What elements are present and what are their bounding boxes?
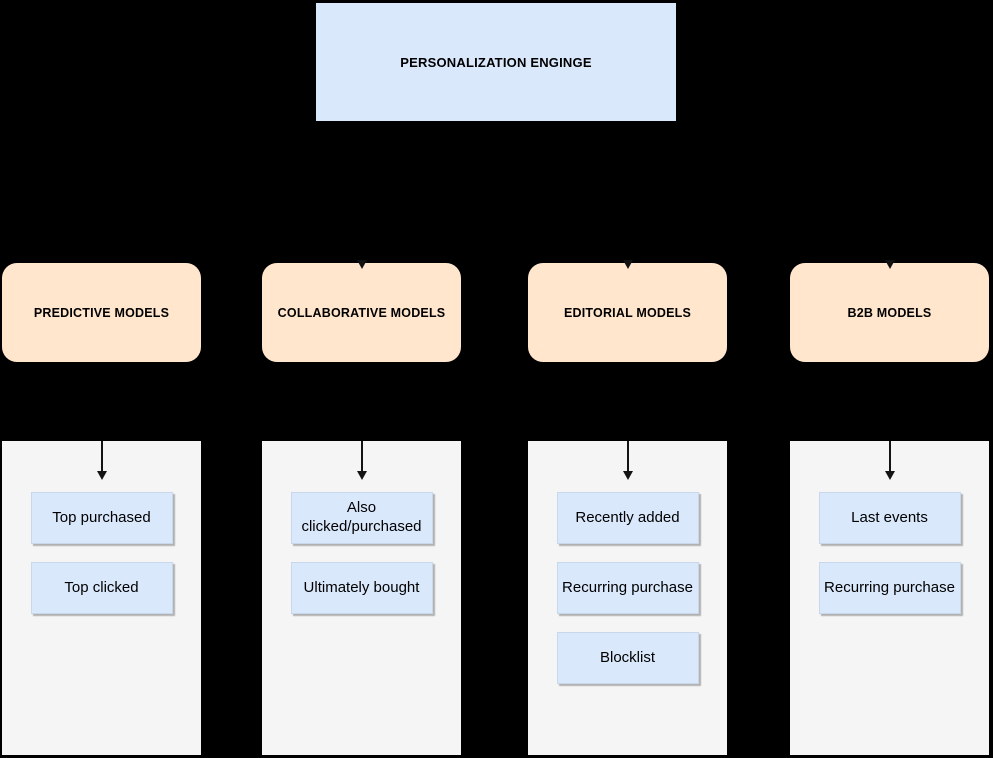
down-arrow-connector <box>96 441 107 480</box>
root-node-label: PERSONALIZATION ENGINGE <box>400 54 592 70</box>
child-node-label: Last events <box>851 508 928 526</box>
child-node-recently-added: Recently added <box>556 492 699 544</box>
child-node-label: Recently added <box>575 508 680 526</box>
container-predictive-models: Top purchased Top clicked <box>2 441 201 755</box>
arrow-head-icon <box>96 471 107 480</box>
arrow-shaft <box>100 441 103 471</box>
child-node-top-clicked: Top clicked <box>30 562 173 614</box>
down-arrow-connector <box>884 441 895 480</box>
child-node-top-purchased: Top purchased <box>30 492 173 544</box>
incoming-arrowhead-icon <box>356 260 367 269</box>
arrow-head-icon <box>884 471 895 480</box>
child-node-label: Recurring purchase <box>562 578 693 596</box>
group-node-b2b-models: B2B MODELS <box>790 260 989 362</box>
group-node-editorial-models: EDITORIAL MODELS <box>528 260 727 362</box>
child-node-recurring-purchase: Recurring purchase <box>818 562 961 614</box>
root-node-personalization-engine: PERSONALIZATION ENGINGE <box>316 3 676 121</box>
container-editorial-models: Recently added Recurring purchase Blockl… <box>528 441 727 755</box>
group-node-collaborative-models: COLLABORATIVE MODELS <box>262 260 461 362</box>
child-node-last-events: Last events <box>818 492 961 544</box>
group-node-label: EDITORIAL MODELS <box>563 305 692 320</box>
child-node-blocklist: Blocklist <box>556 632 699 684</box>
child-node-label: Recurring purchase <box>824 578 955 596</box>
incoming-arrowhead-icon <box>884 260 895 269</box>
child-node-label: Top clicked <box>64 578 139 596</box>
child-node-label: Ultimately bought <box>303 578 420 596</box>
group-node-label: PREDICTIVE MODELS <box>33 305 170 320</box>
group-node-label: B2B MODELS <box>847 305 932 320</box>
child-node-label: Also clicked/purchased <box>301 499 422 535</box>
down-arrow-connector <box>356 441 367 480</box>
child-node-label: Top purchased <box>52 508 151 526</box>
child-node-ultimately-bought: Ultimately bought <box>290 562 433 614</box>
down-arrow-connector <box>622 441 633 480</box>
arrow-shaft <box>626 441 629 471</box>
child-node-label: Blocklist <box>599 648 655 666</box>
container-collaborative-models: Also clicked/purchased Ultimately bought <box>262 441 461 755</box>
arrow-head-icon <box>622 471 633 480</box>
child-node-recurring-purchase: Recurring purchase <box>556 562 699 614</box>
incoming-arrowhead-icon <box>622 260 633 269</box>
group-node-label: COLLABORATIVE MODELS <box>277 305 446 320</box>
arrow-shaft <box>360 441 363 471</box>
arrow-head-icon <box>356 471 367 480</box>
child-node-also-clicked-purchased: Also clicked/purchased <box>290 492 433 544</box>
group-node-predictive-models: PREDICTIVE MODELS <box>2 263 201 362</box>
container-b2b-models: Last events Recurring purchase <box>790 441 989 755</box>
arrow-shaft <box>888 441 891 471</box>
